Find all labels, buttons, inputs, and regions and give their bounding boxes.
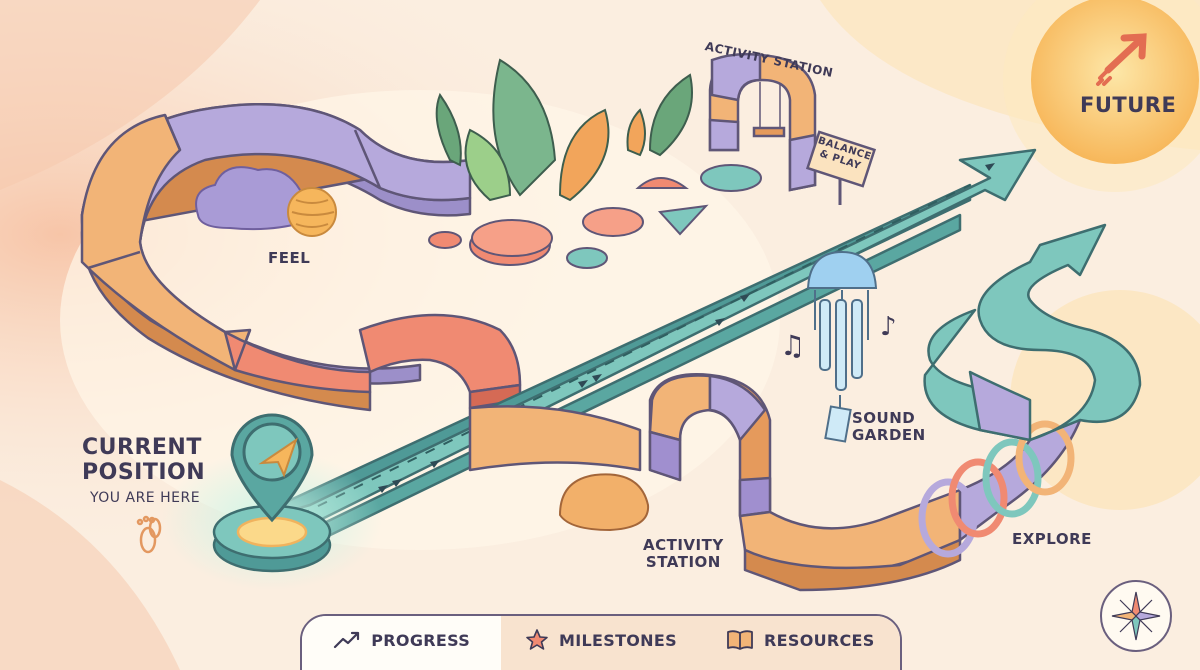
location-pin-icon[interactable] <box>230 413 314 523</box>
arrow-up-right-icon <box>1096 33 1147 86</box>
tab-resources[interactable]: RESOURCES <box>700 616 900 670</box>
hoop-rings <box>918 420 1075 558</box>
arch-path <box>468 373 1082 592</box>
direction-chevrons <box>378 163 995 493</box>
future-label: FUTURE <box>1080 93 1177 117</box>
tab-milestones[interactable]: MILESTONES <box>501 616 701 670</box>
plant-leaves <box>435 58 693 202</box>
swing-arch-icon <box>708 52 817 192</box>
compass-icon <box>1111 591 1161 641</box>
tab-resources-label: RESOURCES <box>764 630 875 650</box>
svg-text:♪: ♪ <box>880 312 897 342</box>
star-icon <box>526 629 548 650</box>
svg-text:♫: ♫ <box>780 329 805 362</box>
music-note-icon: ♫ ♪ <box>780 312 897 362</box>
rock-icon <box>558 473 650 532</box>
feel-cloud-icon <box>195 166 313 231</box>
tab-progress[interactable]: PROGRESS <box>302 616 502 670</box>
feel-ball-icon <box>287 187 337 237</box>
footprint-icon <box>136 515 162 554</box>
feel-label: FEEL <box>268 249 311 267</box>
wind-chime-icon <box>806 250 878 443</box>
start-pad <box>212 504 332 573</box>
stepping-stones <box>428 164 762 269</box>
activity-station-bottom-label: ACTIVITY STATION <box>643 536 724 572</box>
trend-line-icon <box>334 631 360 649</box>
book-icon <box>727 630 753 650</box>
sound-garden-label: SOUND GARDEN <box>852 409 926 445</box>
sun-icon <box>1031 0 1199 164</box>
you-are-here-label: YOU ARE HERE <box>90 490 201 506</box>
winding-road <box>923 223 1142 442</box>
bottom-tab-bar: PROGRESS MILESTONES RESOURCES <box>300 614 902 670</box>
explore-label: EXPLORE <box>1012 530 1092 548</box>
balance-sign <box>805 130 877 205</box>
compass-button[interactable] <box>1100 580 1172 652</box>
tab-progress-label: PROGRESS <box>371 630 471 650</box>
loop-path <box>80 102 522 412</box>
current-position-label: CURRENT POSITION <box>82 435 206 486</box>
tab-milestones-label: MILESTONES <box>559 630 677 650</box>
